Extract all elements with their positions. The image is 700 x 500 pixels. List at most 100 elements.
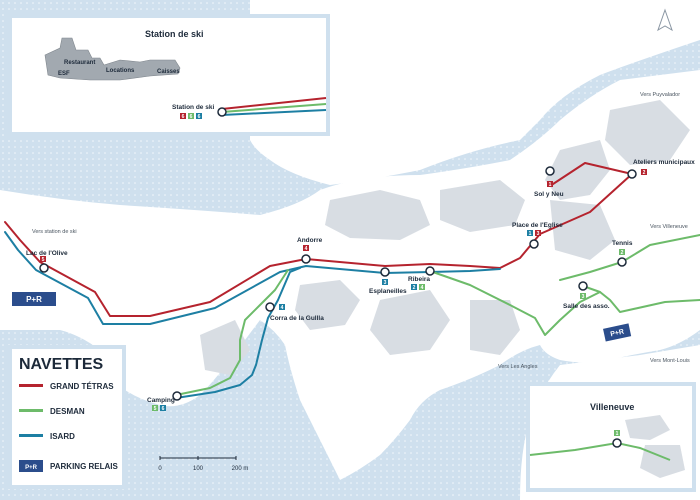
stop-badge-text: 1 <box>549 182 552 188</box>
stop-badge-text: 4 <box>281 305 284 311</box>
line-isard-south <box>175 267 301 399</box>
stop-place-eglise[interactable]: Place de l'Eglise 1 3 <box>512 222 563 249</box>
stop-badge <box>419 284 425 290</box>
stop-salle-asso[interactable]: 3 Salle des asso. <box>563 281 610 310</box>
stop-marker[interactable] <box>617 257 627 267</box>
stop-label: Ateliers municipaux <box>633 159 695 166</box>
stop-marker[interactable] <box>545 166 555 176</box>
legend-swatch-parking <box>19 460 43 472</box>
stop-badge-text: 6 <box>182 114 185 120</box>
direction-labels: Vers station de ski Vers Puyvalador Vers… <box>32 92 690 370</box>
stop-esplaneilles[interactable]: 3 Esplaneilles <box>369 267 407 295</box>
legend-label-parking: PARKING RELAIS <box>50 462 119 471</box>
north-arrow-icon <box>657 8 673 32</box>
inset-title: Station de ski <box>145 29 204 39</box>
stop-badge-text: 6 <box>190 114 193 120</box>
direction-les-angles: Vers Les Angles <box>498 364 538 370</box>
stop-badge-text: 2 <box>643 170 646 176</box>
stop-badge-text: 3 <box>384 280 387 286</box>
stop-badge <box>614 430 620 436</box>
stop-marker[interactable] <box>578 281 588 291</box>
stop-badge-text: 5 <box>154 406 157 412</box>
urban-block <box>295 280 360 330</box>
stop-marker[interactable] <box>529 239 539 249</box>
direction-villeneuve: Vers Villeneuve <box>650 224 688 230</box>
stop-marker[interactable] <box>301 254 311 264</box>
stop-label: Corra de la Gullla <box>270 315 324 322</box>
stop-sol-y-neu[interactable]: 1 Sol y Neu <box>534 166 564 198</box>
stop-badge <box>152 405 158 411</box>
stop-badge-text: 3 <box>537 231 540 237</box>
urban-block <box>440 180 525 232</box>
line-grand-tetras <box>4 162 633 317</box>
stop-camping[interactable]: Camping 5 6 <box>147 391 182 412</box>
stop-marker[interactable] <box>172 391 182 401</box>
stop-marker[interactable] <box>39 263 49 273</box>
direction-mont-louis: Vers Mont-Louis <box>650 358 690 364</box>
legend-label-isard: ISARD <box>50 432 75 441</box>
stop-label: Esplaneilles <box>369 288 407 295</box>
legend: NAVETTES GRAND TÉTRAS DESMAN ISARD P+R P… <box>8 345 126 489</box>
urban-block <box>325 190 430 240</box>
stop-badge-text: 5 <box>42 257 45 263</box>
stop-badge <box>303 245 309 251</box>
stop-corra[interactable]: 4 Corra de la Gullla <box>265 302 324 322</box>
urban-block <box>470 300 520 355</box>
stop-marker[interactable] <box>380 267 390 277</box>
legend-swatch-grand-tetras <box>19 384 43 387</box>
stop-ribeira[interactable]: Ribeira 2 4 <box>408 266 435 291</box>
stop-label: Salle des asso. <box>563 303 610 310</box>
stop-marker[interactable] <box>425 266 435 276</box>
building-esf: ESF <box>58 71 70 77</box>
inset-station-de-ski: Station de ski Restaurant ESF Locations … <box>8 14 330 136</box>
stop-badge-text: 4 <box>421 285 424 291</box>
urban-blocks <box>200 100 690 375</box>
stop-badge-text: 2 <box>621 250 624 256</box>
stop-badge <box>580 293 586 299</box>
stop-badge-text: 3 <box>582 294 585 300</box>
stop-badge <box>547 181 553 187</box>
inset-title: Villeneuve <box>590 402 634 412</box>
urban-block <box>545 140 610 200</box>
stop-badge-text: 4 <box>305 246 308 252</box>
stop-station-ski-label: Station de ski <box>172 104 214 111</box>
stop-label: Lac de l'Olive <box>26 250 68 257</box>
stops: Lac de l'Olive 5 Andorre 4 3 Esplaneille… <box>26 159 695 412</box>
direction-station-ski: Vers station de ski <box>32 229 77 235</box>
stop-lac-olive[interactable]: Lac de l'Olive 5 <box>26 250 68 273</box>
park-and-ride-west-label: P+R <box>26 295 42 304</box>
land-main <box>0 70 700 480</box>
stop-badge <box>527 230 533 236</box>
legend-label-grand-tetras: GRAND TÉTRAS <box>50 382 114 391</box>
stop-badge-text: 1 <box>616 431 619 437</box>
stop-marker[interactable] <box>265 302 275 312</box>
park-and-ride: P+R P+R <box>12 292 632 342</box>
stop-villeneuve-marker[interactable] <box>612 438 622 448</box>
building-locations: Locations <box>106 68 135 74</box>
stop-badge-text: 6 <box>162 406 165 412</box>
urban-block <box>550 200 615 260</box>
stop-badge-text: 6 <box>198 114 201 120</box>
stop-tennis[interactable]: Tennis 2 <box>612 240 633 267</box>
stop-marker[interactable] <box>627 169 637 179</box>
scale-tick-0: 0 <box>158 466 162 472</box>
scale-bar: 0 100 200 m <box>158 456 248 472</box>
north-arrow-icon <box>657 8 673 32</box>
stop-andorre[interactable]: Andorre 4 <box>297 237 323 264</box>
urban-block <box>200 320 250 375</box>
stop-badge <box>40 256 46 262</box>
stop-badge-text: 1 <box>529 231 532 237</box>
scale-bar-line <box>159 456 237 460</box>
stop-ateliers[interactable]: Ateliers municipaux 2 <box>627 159 695 179</box>
stop-label: Ribeira <box>408 276 430 283</box>
stop-badge <box>382 279 388 285</box>
inset-line-blue <box>221 109 327 116</box>
stop-label: Sol y Neu <box>534 191 564 198</box>
park-and-ride-east-label: P+R <box>610 329 625 339</box>
line-desman-east <box>429 270 700 336</box>
stop-badge <box>188 113 194 119</box>
ski-buildings <box>44 37 181 81</box>
stop-badge <box>619 249 625 255</box>
stop-station-ski-marker[interactable] <box>217 107 227 117</box>
